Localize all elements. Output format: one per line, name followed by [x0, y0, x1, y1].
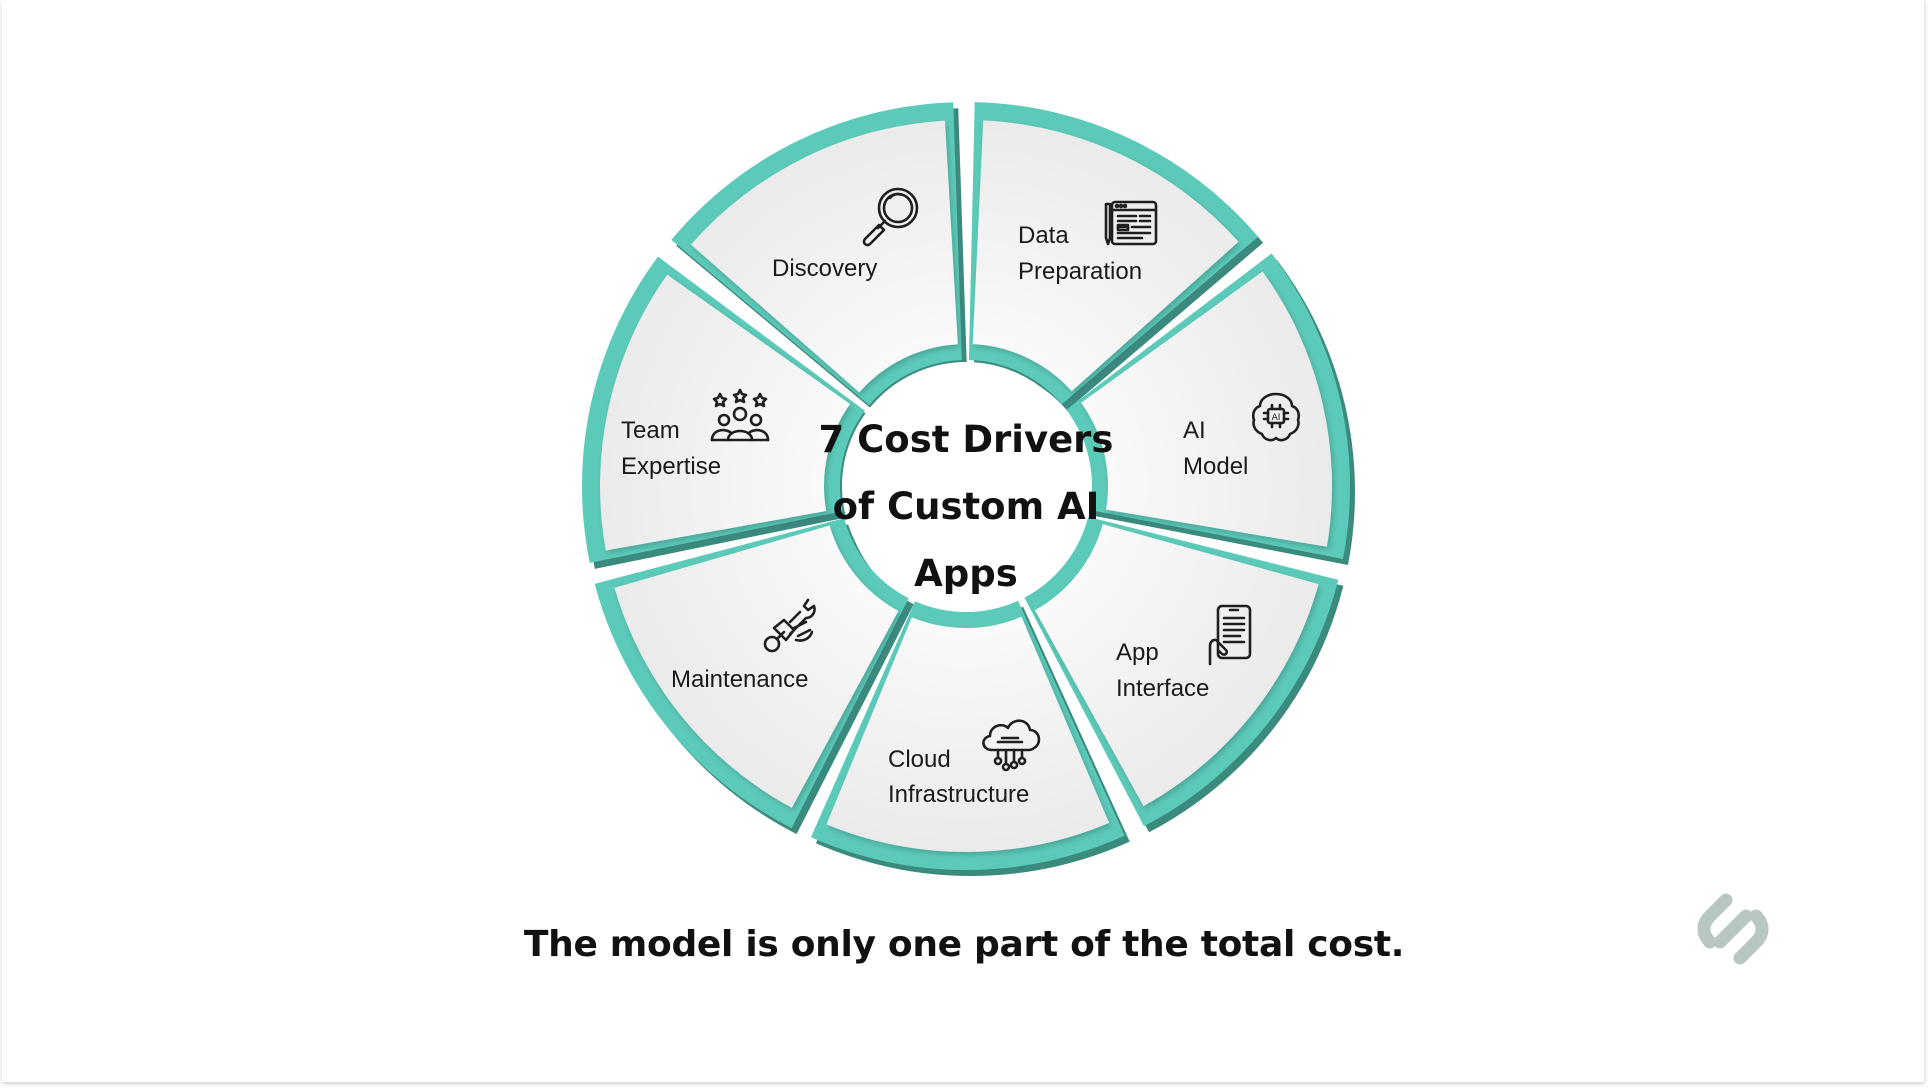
- segment-data-preparation: [1066, 253, 1355, 565]
- segment-face: [826, 616, 1110, 852]
- segment-face: [972, 120, 1239, 392]
- center-title-line-1: 7 Cost Drivers: [819, 418, 1114, 461]
- svg-text:AI: AI: [1272, 413, 1281, 423]
- team-stars-icon: [710, 388, 770, 442]
- segment-face: [614, 525, 899, 808]
- label-team-expertise-line-2: Expertise: [621, 453, 721, 480]
- label-data-preparation-line-2: Preparation: [1018, 258, 1142, 285]
- segment-face: [1081, 271, 1332, 547]
- segment-maintenance: [582, 256, 870, 569]
- data-sheet-icon: [1104, 200, 1158, 246]
- segment-face: [690, 120, 958, 393]
- magnifier-icon: [862, 187, 919, 247]
- center-title-line-3: Apps: [914, 552, 1018, 595]
- segment-face: [600, 274, 851, 551]
- segment-discovery: [968, 102, 1264, 411]
- label-team-expertise-line-1: Team: [621, 417, 680, 444]
- ai-chip-brain-icon: AI: [1251, 392, 1301, 442]
- center-title: 7 Cost Drivers of Custom AI Apps: [819, 418, 1114, 595]
- label-app-interface-line-1: App: [1116, 639, 1159, 666]
- center-hub: [842, 362, 1090, 610]
- segment-cloud-infrastructure: [594, 518, 914, 835]
- tagline: The model is only one part of the total …: [523, 924, 1405, 965]
- wrench-hand-icon: [763, 598, 816, 653]
- phone-hand-icon: [1208, 604, 1252, 666]
- label-ai-model-line-1: AI: [1183, 417, 1206, 444]
- segment-face: [1034, 524, 1319, 807]
- center-title-line-2: of Custom AI: [833, 485, 1100, 528]
- segment-ai-model: [1024, 516, 1344, 833]
- label-data-preparation-line-1: Data: [1018, 222, 1069, 249]
- label-maintenance: Maintenance: [671, 666, 808, 693]
- segment-app-interface: [810, 600, 1130, 876]
- label-ai-model-line-2: Model: [1183, 453, 1248, 480]
- label-app-interface-line-2: Interface: [1116, 675, 1209, 702]
- label-cloud-infrastructure-line-2: Infrastructure: [888, 781, 1029, 808]
- cloud-network-icon: [982, 719, 1041, 772]
- label-discovery: Discovery: [772, 255, 877, 282]
- segment-labels: Discovery Data Preparation AI Model App …: [621, 222, 1248, 808]
- brand-logo-icon: [1697, 893, 1769, 965]
- label-cloud-infrastructure-line-1: Cloud: [888, 746, 951, 773]
- segment-team-expertise: [671, 102, 967, 412]
